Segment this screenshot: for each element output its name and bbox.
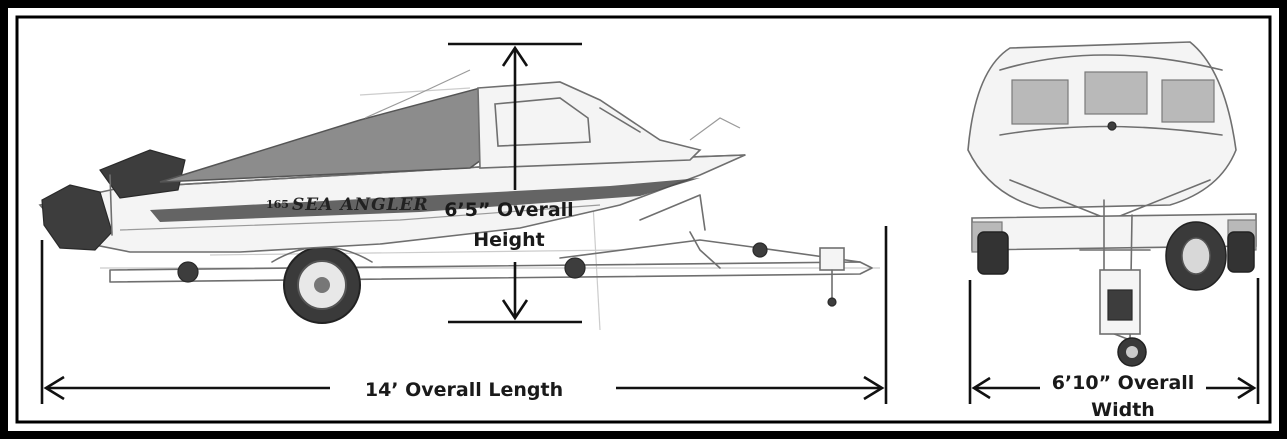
width-label-line2: Width	[1091, 399, 1155, 421]
trailer-frame	[109, 194, 873, 307]
outboard-motor	[41, 149, 186, 251]
side-view-boat: 165 SEA ANGLER	[38, 69, 880, 331]
length-dimension: 14’ Overall Length	[40, 226, 888, 404]
front-view-boat	[967, 41, 1257, 367]
front-window-left	[1011, 79, 1069, 125]
front-tongue	[1079, 199, 1151, 367]
front-wheel-right	[1165, 221, 1255, 291]
height-label-line2: Height	[473, 229, 545, 251]
length-arrow-left	[43, 375, 65, 401]
front-window-right	[1161, 79, 1215, 123]
length-label: 14’ Overall Length	[365, 379, 563, 401]
frame-inner	[15, 15, 1272, 424]
roller	[752, 242, 768, 258]
height-arrow-up	[501, 45, 529, 67]
length-arrow-right	[863, 375, 885, 401]
trailer-wheel	[271, 246, 373, 324]
boat-model-text: 165	[266, 198, 289, 211]
height-label-line1: 6’5” Overall	[444, 199, 573, 221]
sketch-lines	[100, 87, 880, 331]
canopy	[159, 69, 496, 183]
height-dimension: 6’5” Overall Height	[444, 42, 582, 324]
width-label-line1: 6’10” Overall	[1052, 372, 1195, 394]
front-wheel-left	[977, 231, 1009, 275]
width-arrow-right	[1237, 376, 1257, 400]
boat-name-text: SEA ANGLER	[292, 195, 429, 215]
height-arrow-down	[501, 299, 529, 321]
front-window-center	[1084, 71, 1148, 115]
cabin	[477, 81, 741, 169]
width-arrow-left	[971, 376, 991, 400]
width-dimension: 6’10” Overall Width	[968, 278, 1260, 421]
roller	[177, 261, 199, 283]
roller	[564, 257, 586, 279]
